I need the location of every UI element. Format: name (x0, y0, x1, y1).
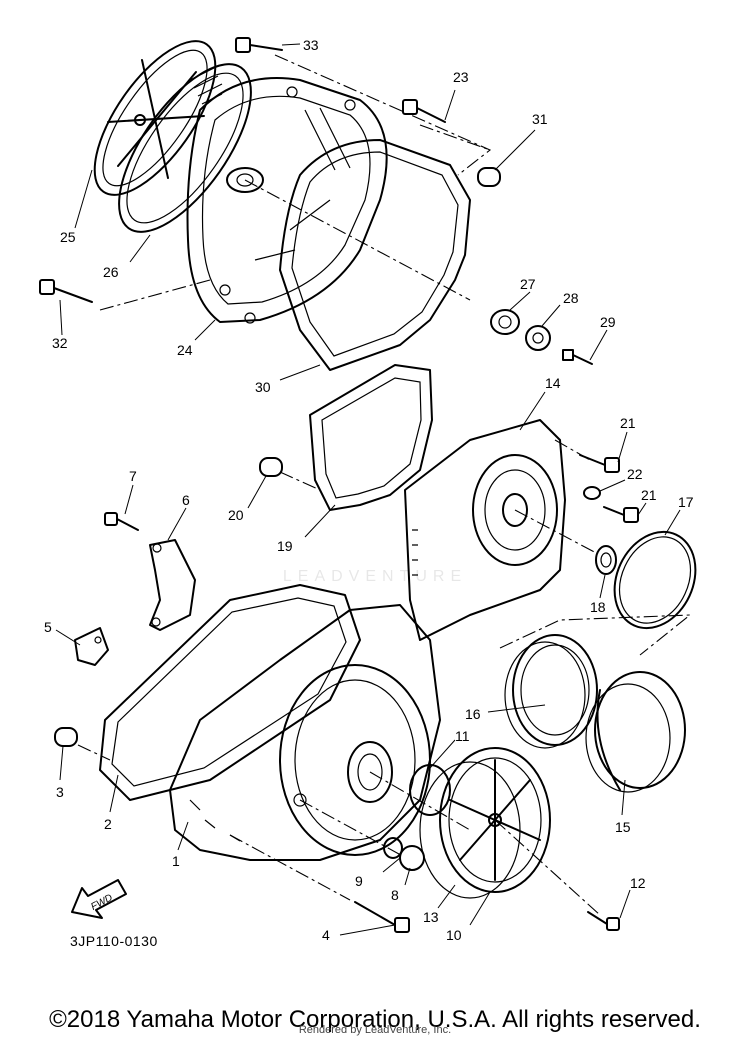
copyright-notice: ©2018 Yamaha Motor Corporation, U.S.A. A… (49, 1006, 701, 1033)
assembly-line-mid-2 (514, 509, 601, 556)
part-19-gasket (309, 364, 433, 511)
label-15: 15 (615, 819, 631, 835)
label-25: 25 (60, 229, 76, 245)
assembly-line-bot-1 (299, 799, 411, 861)
assembly-line-mid-1 (279, 471, 321, 491)
label-31: 31 (532, 111, 548, 127)
label-8: 8 (391, 887, 399, 903)
label-9: 9 (355, 873, 363, 889)
part-31-dowel (477, 167, 501, 187)
leadventure-watermark: LEADVENTURE (282, 568, 468, 585)
assembly-line-bot-2 (369, 771, 471, 831)
label-27: 27 (520, 276, 536, 292)
label-21b: 21 (641, 487, 657, 503)
label-14: 14 (545, 375, 561, 391)
label-3: 3 (56, 784, 64, 800)
part-8-plug (399, 845, 425, 871)
label-21a: 21 (620, 415, 636, 431)
label-1: 1 (172, 853, 180, 869)
part-23-bolt (402, 99, 446, 123)
part-21-bolt-a (579, 454, 620, 473)
part-28-oil-seal (525, 325, 551, 351)
label-13: 13 (423, 909, 439, 925)
label-7: 7 (129, 468, 137, 484)
label-26: 26 (103, 264, 119, 280)
label-5: 5 (44, 619, 52, 635)
part-21-bolt-b (603, 506, 639, 523)
part-1-clutch-cover (169, 604, 441, 861)
part-26-gasket (118, 63, 252, 233)
part-29-screw (562, 349, 593, 365)
part-6-bracket (149, 539, 196, 631)
label-11: 11 (455, 728, 470, 744)
assembly-line-bot-4 (229, 834, 351, 901)
rendered-by-note: Rendered by LeadVenture, Inc. (298, 1024, 452, 1036)
part-11-o-ring (409, 764, 451, 816)
part-7-bolt (104, 512, 139, 531)
part-3-dowel (54, 727, 78, 747)
assembly-line-bot-3 (77, 744, 111, 761)
part-5-clamp (74, 627, 109, 666)
part-32-bolt (39, 279, 93, 303)
label-10: 10 (446, 927, 462, 943)
assembly-line-top-4 (419, 124, 491, 151)
assembly-line-top-3 (99, 279, 211, 311)
label-16: 16 (465, 706, 481, 722)
diagram-code: 3JP110-0130 (70, 933, 158, 949)
part-9-o-ring (383, 837, 403, 859)
label-20: 20 (228, 507, 244, 523)
part-24-generator-cover (186, 77, 388, 324)
label-22: 22 (627, 466, 643, 482)
assembly-line-mid-4 (499, 614, 692, 656)
part-13-gasket (419, 761, 521, 899)
label-23: 23 (453, 69, 469, 85)
label-12: 12 (630, 875, 646, 891)
fwd-label: FWD (89, 892, 114, 912)
label-19: 19 (277, 538, 293, 554)
part-12-screw (587, 911, 620, 931)
label-30: 30 (255, 379, 271, 395)
part-17-circlip (613, 530, 697, 630)
leader-lines (55, 43, 681, 936)
label-18: 18 (590, 599, 606, 615)
part-18-seal (595, 545, 617, 575)
fwd-arrow-icon: FWD (71, 879, 127, 919)
part-4-bolt (354, 901, 410, 933)
label-33: 33 (303, 37, 319, 53)
assembly-line-bot-5 (494, 819, 601, 916)
label-24: 24 (177, 342, 193, 358)
label-4: 4 (322, 927, 330, 943)
part-27-collar (490, 309, 520, 335)
part-22-o-ring (583, 486, 601, 500)
part-15-cap (585, 671, 686, 793)
label-17: 17 (678, 494, 694, 510)
label-2: 2 (104, 816, 112, 832)
assembly-line-top-1 (244, 179, 471, 301)
part-14-cover (404, 419, 566, 641)
part-16-ring (504, 634, 598, 749)
assembly-line-top-2 (274, 54, 492, 176)
label-28: 28 (563, 290, 579, 306)
part-2-gasket (99, 584, 361, 801)
part-30-gasket (279, 139, 471, 371)
label-32: 32 (52, 335, 68, 351)
label-6: 6 (182, 492, 190, 508)
label-29: 29 (600, 314, 616, 330)
part-33-bolt (235, 37, 283, 53)
part-20-dowel (259, 457, 283, 477)
